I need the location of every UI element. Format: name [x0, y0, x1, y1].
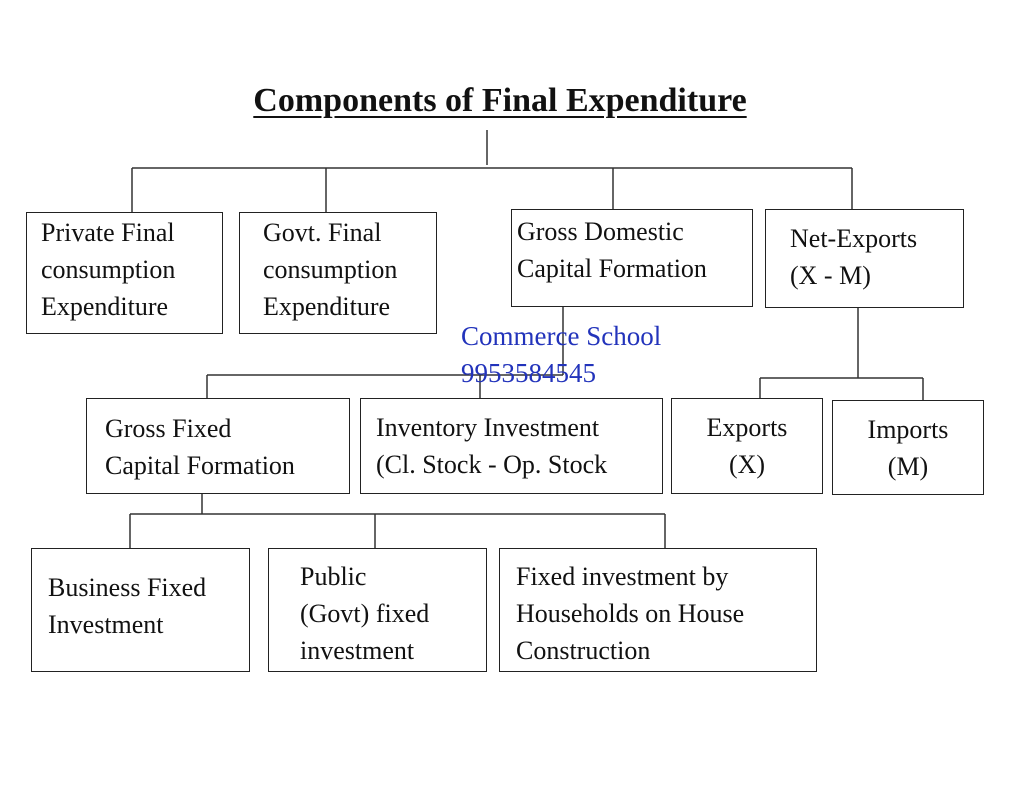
node-label-line: Construction	[516, 636, 651, 665]
node-label-line: Households on House	[516, 599, 745, 628]
watermark: Commerce School 9953584545	[461, 318, 661, 392]
node-private-final-consumption: Private Final consumption Expenditure	[26, 212, 223, 334]
node-label-line: consumption	[263, 255, 398, 284]
node-label-line: Investment	[48, 610, 164, 639]
node-label-line: Net-Exports	[790, 224, 918, 253]
node-label-line: Expenditure	[41, 292, 169, 321]
node-label-line: (M)	[887, 452, 929, 481]
node-label-line: (Cl. Stock - Op. Stock	[376, 450, 608, 479]
node-label-line: (X)	[728, 450, 766, 479]
node-label-line: Exports	[706, 413, 788, 442]
node-label-line: Capital Formation	[517, 254, 707, 283]
node-label-line: consumption	[41, 255, 176, 284]
node-public-fixed-investment: Public (Govt) fixed investment	[268, 548, 487, 672]
node-label-line: Fixed investment by	[516, 562, 729, 591]
node-business-fixed-investment: Business Fixed Investment	[31, 548, 250, 672]
node-household-fixed-investment: Fixed investment by Households on House …	[499, 548, 817, 672]
watermark-name: Commerce School	[461, 321, 662, 351]
node-label-line: Gross Fixed	[105, 414, 232, 443]
node-inventory-investment: Inventory Investment (Cl. Stock - Op. St…	[360, 398, 663, 494]
watermark-phone: 9953584545	[461, 358, 596, 388]
node-gross-fixed-capital-formation: Gross Fixed Capital Formation	[86, 398, 350, 494]
node-imports: Imports (M)	[832, 400, 984, 495]
node-label-line: Inventory Investment	[376, 413, 600, 442]
node-govt-final-consumption: Govt. Final consumption Expenditure	[239, 212, 437, 334]
diagram-title: Components of Final Expenditure	[253, 82, 747, 119]
node-label-line: Govt. Final	[263, 218, 382, 247]
node-label-line: investment	[300, 636, 415, 665]
node-gross-domestic-capital-formation: Gross Domestic Capital Formation	[511, 209, 753, 307]
node-label-line: Imports	[867, 415, 949, 444]
node-label-line: (X - M)	[790, 261, 871, 290]
node-label-line: (Govt) fixed	[300, 599, 430, 628]
node-label-line: Capital Formation	[105, 451, 295, 480]
node-label-line: Expenditure	[263, 292, 391, 321]
node-exports: Exports (X)	[671, 398, 823, 494]
node-net-exports: Net-Exports (X - M)	[765, 209, 964, 308]
node-label-line: Business Fixed	[48, 573, 207, 602]
node-label-line: Private Final	[41, 218, 175, 247]
node-label-line: Public	[300, 562, 367, 591]
node-label-line: Gross Domestic	[517, 217, 684, 246]
